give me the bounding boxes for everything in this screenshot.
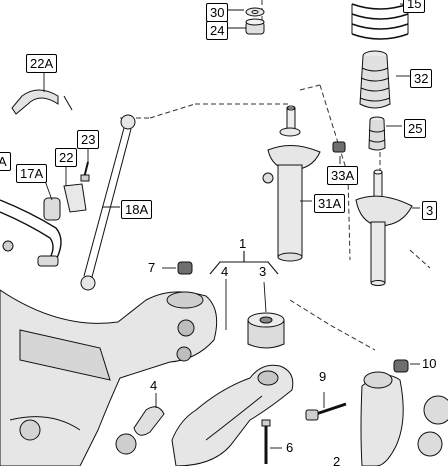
dust-boot-25 [368,116,386,151]
callout-25: 25 [404,119,427,138]
callout-22: 22 [55,148,78,167]
bush-3 [247,312,285,349]
top-washer-30 [245,7,265,17]
bump-stop-32 [359,50,391,109]
callout-9: 9 [319,369,327,384]
callout-22A: 22A [26,54,58,73]
callout-bracket-1 [209,250,279,275]
bolt-9 [305,402,347,421]
callout-30: 30 [206,3,229,22]
callout-18A: 18A [121,200,153,219]
coil-spring [351,3,409,40]
nut-7 [177,261,193,275]
strut-right [355,169,413,286]
subframe [0,289,218,466]
bolt-6 [261,419,271,464]
callout-7: 7 [148,260,156,275]
callout-33A: 33A [327,166,359,185]
callout-31A: 31A [314,194,346,213]
strut-31A [262,105,321,262]
callout-10: 10 [422,356,437,371]
callout-17A: 17A [16,164,48,183]
stabilizer-bar [0,199,62,267]
callout-4-bottom: 4 [150,378,158,393]
callout-23: 23 [77,130,100,149]
wheel-bearing-housing [360,371,448,466]
bush-4 [133,406,165,436]
bracket-22A [11,89,73,115]
nut-10 [393,359,409,373]
callout-24: 24 [206,21,229,40]
callout-32: 32 [410,69,433,88]
callout-4-top: 4 [221,264,229,279]
control-arm [171,364,294,466]
clamp-22 [63,183,87,213]
callout-1: 1 [239,236,247,251]
callout-2: 2 [333,454,341,469]
stabilizer-link-18A [80,114,136,291]
bolt-23 [80,161,90,182]
callout-6: 6 [286,440,294,455]
bush-17A [43,197,61,221]
nut-33A [332,141,346,153]
callout-3-right: 3 [422,201,438,220]
callout-3-mid: 3 [259,264,267,279]
callout-15: 15 [403,0,426,13]
top-nut-24 [245,18,265,35]
callout-17A-edge: A [0,152,11,171]
